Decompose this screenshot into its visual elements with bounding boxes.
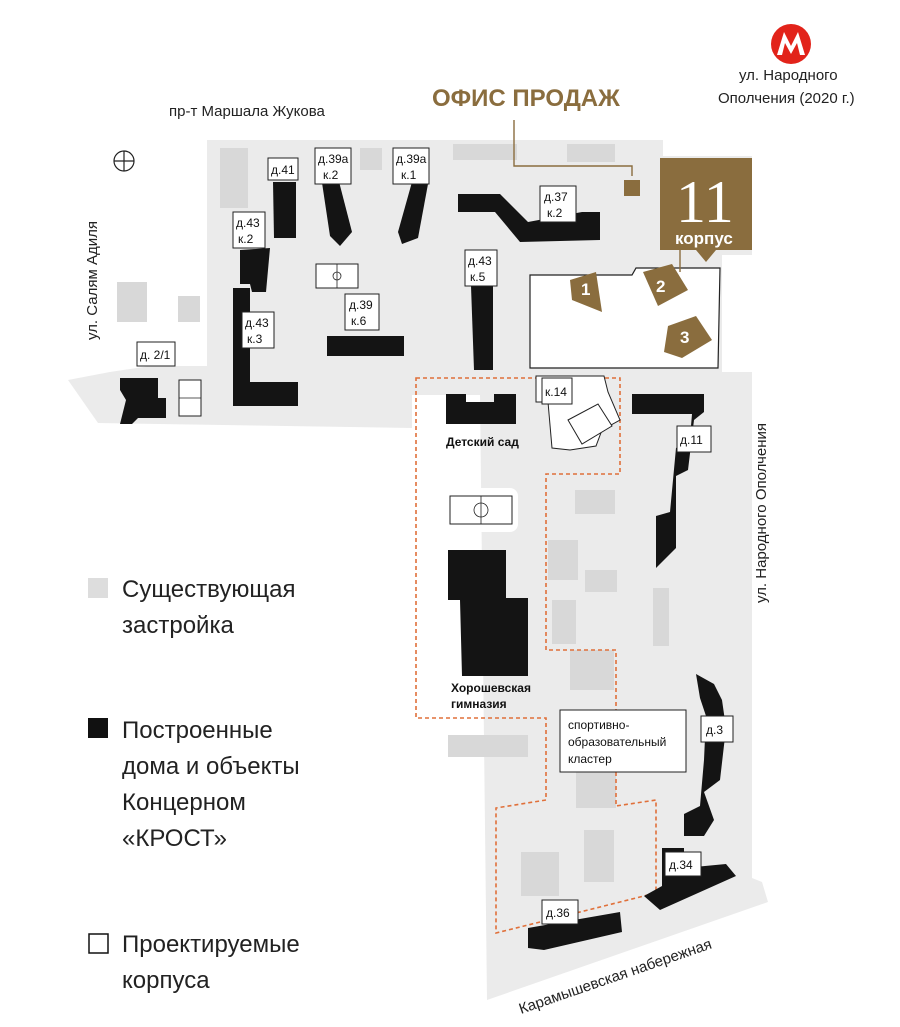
svg-text:д.41: д.41 xyxy=(271,163,295,177)
football-field xyxy=(315,263,359,289)
kindergarten-label: Детский сад xyxy=(446,435,519,449)
svg-text:к.5: к.5 xyxy=(470,270,486,284)
legend-swatch-existing xyxy=(88,578,108,598)
plot-label: 2 xyxy=(656,277,665,296)
svg-text:к.1: к.1 xyxy=(401,168,417,182)
building-label-d43-k2: д.43 к.2 xyxy=(232,211,266,249)
svg-text:д.43: д.43 xyxy=(236,216,260,230)
building-label-d43-k3: д.43 к.3 xyxy=(241,311,275,349)
metro-m-icon xyxy=(771,24,811,64)
building-label-d34: д.34 xyxy=(664,851,702,877)
svg-text:д.11: д.11 xyxy=(680,433,703,447)
corpus-number: 11 xyxy=(676,169,734,235)
building-label-d36: д.36 xyxy=(541,899,579,925)
legend-planned-line2: корпуса xyxy=(122,967,210,994)
metro-label-line2: Ополчения (2020 г.) xyxy=(718,90,855,107)
street-salyama: ул. Салям Адиля xyxy=(84,221,101,340)
existing-buildings xyxy=(117,144,669,896)
building-label-d11: д.11 xyxy=(676,425,712,453)
svg-text:спортивно-: спортивно- xyxy=(568,718,629,732)
building-label-k14: к.14 xyxy=(541,377,573,405)
building-label-d39a-k1: д.39а к.1 xyxy=(392,147,430,185)
building-label-d41: д.41 xyxy=(267,157,299,181)
street-narodnogo-opolcheniya: ул. Народного Ополчения xyxy=(753,423,770,603)
legend-existing-line2: застройка xyxy=(122,612,234,639)
legend-built-line2: дома и объекты xyxy=(122,753,300,780)
svg-text:к.14: к.14 xyxy=(545,385,567,399)
compass-icon xyxy=(113,150,135,172)
svg-text:д. 2/1: д. 2/1 xyxy=(140,348,171,362)
svg-text:образовательный: образовательный xyxy=(568,735,666,749)
sales-office-pointer xyxy=(513,120,633,176)
legend-swatch-built xyxy=(88,718,108,738)
svg-text:д.43: д.43 xyxy=(245,316,269,330)
svg-text:д.37: д.37 xyxy=(544,190,568,204)
svg-text:д.34: д.34 xyxy=(669,858,693,872)
svg-text:д.39а: д.39а xyxy=(318,152,349,166)
legend-built-line4: «КРОСТ» xyxy=(122,825,227,852)
metro-label-line1: ул. Народного xyxy=(739,67,838,84)
building-label-d43-k5: д.43 к.5 xyxy=(464,249,498,287)
sales-office-marker xyxy=(624,180,640,196)
building-label-d39a-k2: д.39а к.2 xyxy=(314,147,352,185)
svg-text:д.39а: д.39а xyxy=(396,152,427,166)
svg-text:к.2: к.2 xyxy=(547,206,563,220)
sales-office-label: ОФИС ПРОДАЖ xyxy=(432,85,620,112)
legend-built-line3: Концерном xyxy=(122,789,246,816)
small-field xyxy=(178,379,202,417)
plot-shapes xyxy=(570,264,712,358)
svg-text:кластер: кластер xyxy=(568,752,612,766)
legend-planned-line1: Проектируемые xyxy=(122,931,300,958)
plot-label: 3 xyxy=(680,328,689,347)
building-label-d3: д.3 xyxy=(700,715,734,743)
svg-text:д.39: д.39 xyxy=(349,298,373,312)
svg-text:к.2: к.2 xyxy=(323,168,339,182)
building-label-d37: д.37 к.2 xyxy=(539,185,577,223)
legend-built-line1: Построенные xyxy=(122,717,273,744)
legend: Существующая застройка Построенные дома … xyxy=(88,576,300,994)
gymnasium-label-line1: Хорошевская xyxy=(451,681,531,695)
corpus-label: корпус xyxy=(675,229,733,248)
svg-text:д.43: д.43 xyxy=(468,254,492,268)
building-label-d39-k6: д.39 к.6 xyxy=(344,293,380,331)
legend-existing-line1: Существующая xyxy=(122,576,295,603)
gymnasium-label-line2: гимназия xyxy=(451,697,507,711)
svg-text:к.2: к.2 xyxy=(238,232,254,246)
building-label-d2-1: д. 2/1 xyxy=(136,341,176,367)
development-boundary xyxy=(415,377,657,935)
stadium-field xyxy=(444,488,518,532)
corpus-badge xyxy=(660,158,752,272)
street-zhukova: пр-т Маршала Жукова xyxy=(169,103,326,120)
svg-text:д.3: д.3 xyxy=(706,723,723,737)
svg-text:д.36: д.36 xyxy=(546,906,570,920)
svg-text:к.6: к.6 xyxy=(351,314,367,328)
plot-label: 1 xyxy=(581,280,590,299)
svg-text:к.3: к.3 xyxy=(247,332,263,346)
legend-swatch-planned xyxy=(88,933,109,954)
cluster-label: спортивно- образовательный кластер xyxy=(559,709,687,773)
